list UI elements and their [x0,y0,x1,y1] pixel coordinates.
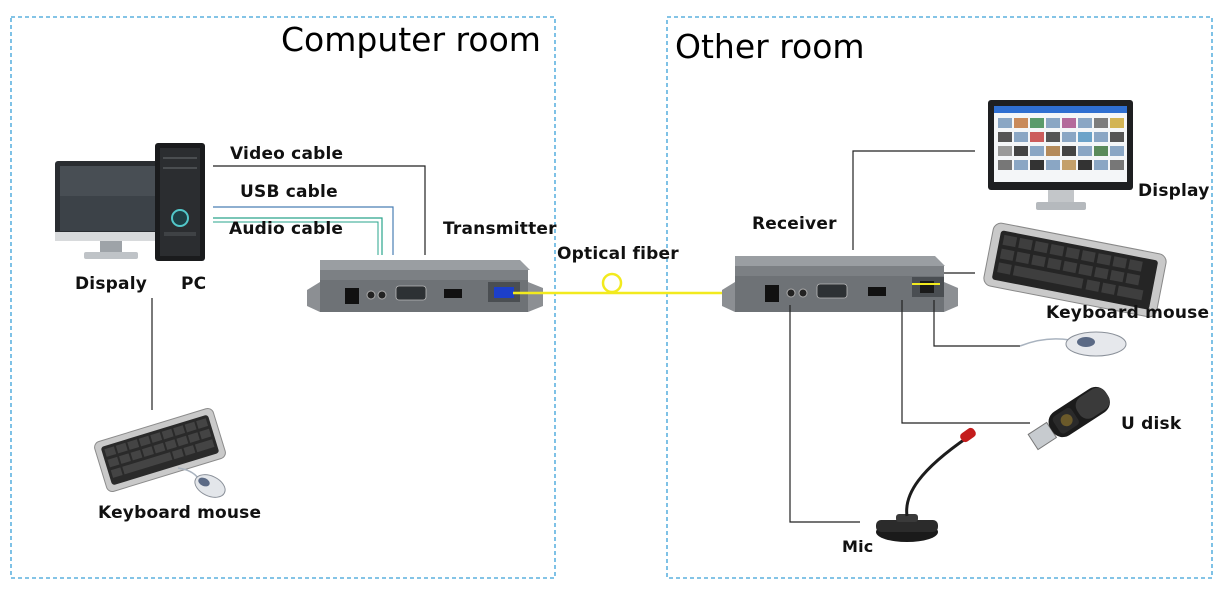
mouse-icon-right [1019,331,1127,357]
microphone-icon [876,427,976,542]
receiver-label: Receiver [752,214,837,234]
mouse-wire-right [933,300,1020,347]
display-right-label: Display [1138,181,1210,201]
keyboard-mouse-right-label: Keyboard mouse [1046,303,1210,323]
computer-room-title: Computer room [281,20,541,59]
keyboard-icon-right [983,222,1167,318]
u-disk-label: U disk [1121,414,1182,434]
audio-cable-label: Audio cable [229,219,344,239]
udisk-wire [901,300,1030,424]
optical-fiber-label: Optical fiber [557,244,679,264]
pc-label: PC [181,274,207,294]
mic-label: Mic [842,537,874,556]
audio-cable-line-2 [213,221,379,255]
keyboard-icon [94,408,226,492]
other-room-title: Other room [675,27,865,66]
monitor-icon [55,161,172,259]
usb-drive-icon [1027,386,1110,451]
dispaly-label: Dispaly [75,274,148,294]
usb-cable-label: USB cable [240,182,338,202]
video-cable-line [213,165,426,255]
audio-cable-line-1 [213,217,383,255]
keyboard-mouse-left-label: Keyboard mouse [98,503,262,523]
pc-tower-icon [155,143,205,261]
transmitter-label: Transmitter [443,219,557,239]
mouse-icon [177,467,226,498]
receiver-device [722,256,958,312]
mic-wire [789,305,860,523]
usb-cable-line [213,206,394,255]
display-wire [852,150,975,250]
display-icon [988,100,1133,210]
optical-fiber-coil [601,272,623,294]
video-cable-label: Video cable [230,144,344,164]
transmitter-device [307,260,543,312]
